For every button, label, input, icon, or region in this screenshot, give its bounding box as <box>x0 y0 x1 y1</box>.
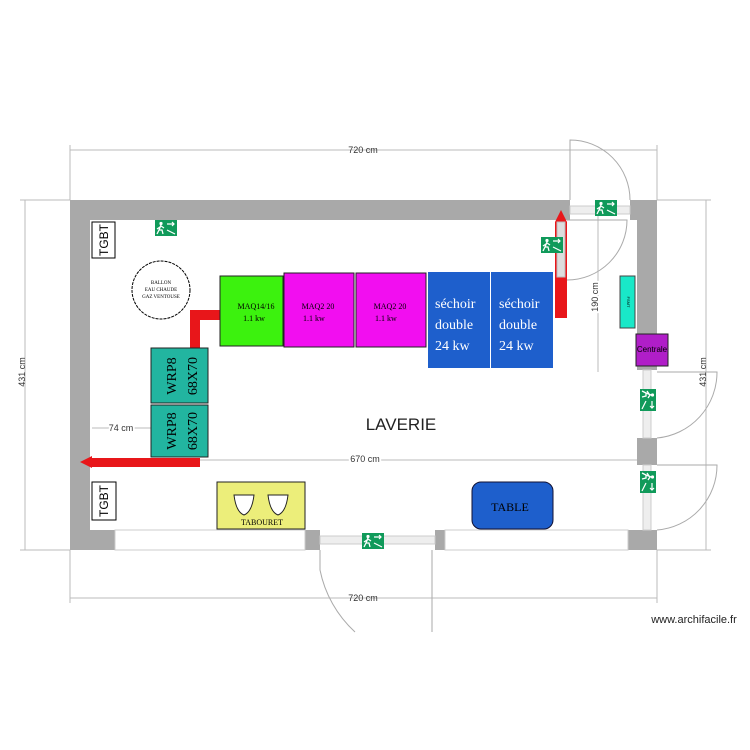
watermark: www.archifacile.fr <box>650 614 737 626</box>
svg-text:MAQ2 20: MAQ2 20 <box>374 302 407 311</box>
dimension-lines <box>20 145 711 603</box>
table: TABLE <box>471 481 554 530</box>
emergency-exit-icon <box>155 220 177 236</box>
svg-text:TGBT: TGBT <box>97 484 111 517</box>
dim-inner-width: 670 cm <box>350 454 380 464</box>
exit-signs <box>155 200 656 549</box>
dryer-1: séchoir double 24 kw <box>428 272 490 368</box>
ironer-1: WRP8 68X70 <box>150 347 209 404</box>
dim-door-height: 190 cm <box>590 282 600 312</box>
svg-text:68X70: 68X70 <box>186 357 201 395</box>
svg-text:GAZ VENTOUSE: GAZ VENTOUSE <box>142 295 180 300</box>
svg-text:MAQ14/16: MAQ14/16 <box>238 302 275 311</box>
svg-text:double: double <box>435 318 473 333</box>
boiler: BALLON EAU CHAUDE GAZ VENTOUSE <box>131 260 191 320</box>
emergency-exit-icon <box>362 533 384 549</box>
door-swings <box>319 139 718 633</box>
emergency-exit-icon <box>541 237 563 253</box>
svg-text:1.1 kw: 1.1 kw <box>375 314 397 323</box>
emergency-exit-icon <box>640 389 656 411</box>
stool: TABOURET <box>216 481 306 530</box>
central-unit: Centrale <box>635 333 669 367</box>
emergency-exit-icon <box>595 200 617 216</box>
svg-text:1.1 kw: 1.1 kw <box>243 314 265 323</box>
svg-text:TABLE: TABLE <box>491 500 529 514</box>
svg-text:MAQ2 20: MAQ2 20 <box>302 302 335 311</box>
svg-text:1.1 kw: 1.1 kw <box>303 314 325 323</box>
dim-offset-left: 74 cm <box>109 423 134 433</box>
svg-text:séchoir: séchoir <box>499 297 540 312</box>
svg-text:EAU CHAUDE: EAU CHAUDE <box>145 288 177 293</box>
dim-left-height: 431 cm <box>17 357 27 387</box>
room-label: LAVERIE <box>366 415 437 434</box>
washer-maq14-16: MAQ14/16 1.1 kw <box>219 275 284 347</box>
svg-text:TGBT: TGBT <box>97 223 111 256</box>
washer-maq2-20-a: MAQ2 20 1.1 kw <box>283 272 355 348</box>
svg-text:WRP8: WRP8 <box>165 357 180 394</box>
svg-text:WRP8: WRP8 <box>165 412 180 449</box>
svg-text:FSMT: FSMT <box>626 297 631 308</box>
tgbt-panel-bottom: TGBT <box>91 481 117 521</box>
svg-text:68X70: 68X70 <box>186 412 201 450</box>
svg-text:TABOURET: TABOURET <box>241 518 283 527</box>
svg-text:24 kw: 24 kw <box>499 339 535 354</box>
dim-top-width: 720 cm <box>348 145 378 155</box>
svg-text:séchoir: séchoir <box>435 297 476 312</box>
emergency-exit-icon <box>640 471 656 493</box>
ironer-2: WRP8 68X70 <box>150 404 209 458</box>
washer-maq2-20-b: MAQ2 20 1.1 kw <box>355 272 427 348</box>
svg-text:double: double <box>499 318 537 333</box>
softener: FSMT <box>619 275 636 329</box>
svg-text:Centrale: Centrale <box>637 345 668 354</box>
svg-text:24 kw: 24 kw <box>435 339 471 354</box>
tgbt-panel-top: TGBT <box>91 221 116 259</box>
svg-text:BALLON: BALLON <box>151 281 172 286</box>
dim-bottom-width: 720 cm <box>348 593 378 603</box>
dryer-2: séchoir double 24 kw <box>491 272 553 368</box>
